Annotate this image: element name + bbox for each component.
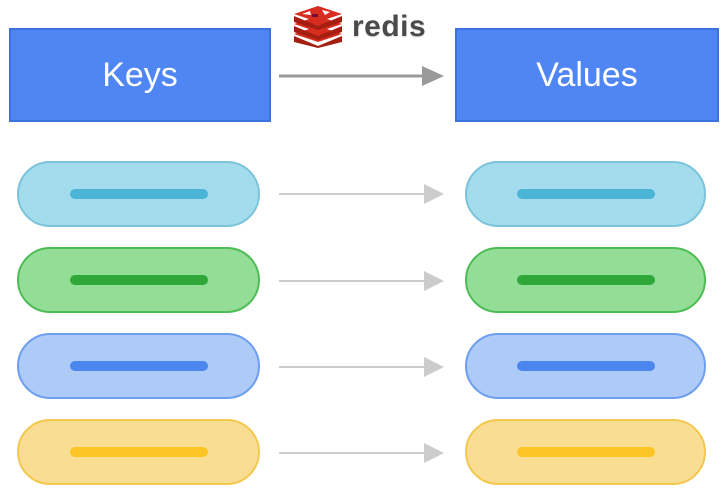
key-pill-bar [69, 361, 208, 371]
value-pill-bar [516, 361, 655, 371]
redis-logo: redis [292, 6, 426, 48]
values-header-label: Values [536, 55, 638, 94]
key-pill-bar [69, 447, 208, 457]
key-pill-2 [17, 247, 260, 313]
value-pill-2 [465, 247, 706, 313]
value-pill-bar [516, 189, 655, 199]
value-pill-4 [465, 419, 706, 485]
pair-arrow-4 [279, 443, 444, 463]
pair-arrow-2 [279, 271, 444, 291]
pair-arrow-1 [279, 184, 444, 204]
key-pill-3 [17, 333, 260, 399]
key-pill-bar [69, 275, 208, 285]
value-pill-1 [465, 161, 706, 227]
key-pill-4 [17, 419, 260, 485]
key-pill-bar [69, 189, 208, 199]
redis-icon [294, 6, 342, 48]
key-pill-1 [17, 161, 260, 227]
keys-header-label: Keys [102, 55, 178, 94]
keys-header: Keys [9, 28, 271, 122]
value-pill-bar [516, 447, 655, 457]
pair-arrow-3 [279, 357, 444, 377]
header-arrow [279, 66, 444, 86]
value-pill-bar [516, 275, 655, 285]
redis-logo-text: redis [352, 10, 427, 43]
value-pill-3 [465, 333, 706, 399]
values-header: Values [455, 28, 719, 122]
